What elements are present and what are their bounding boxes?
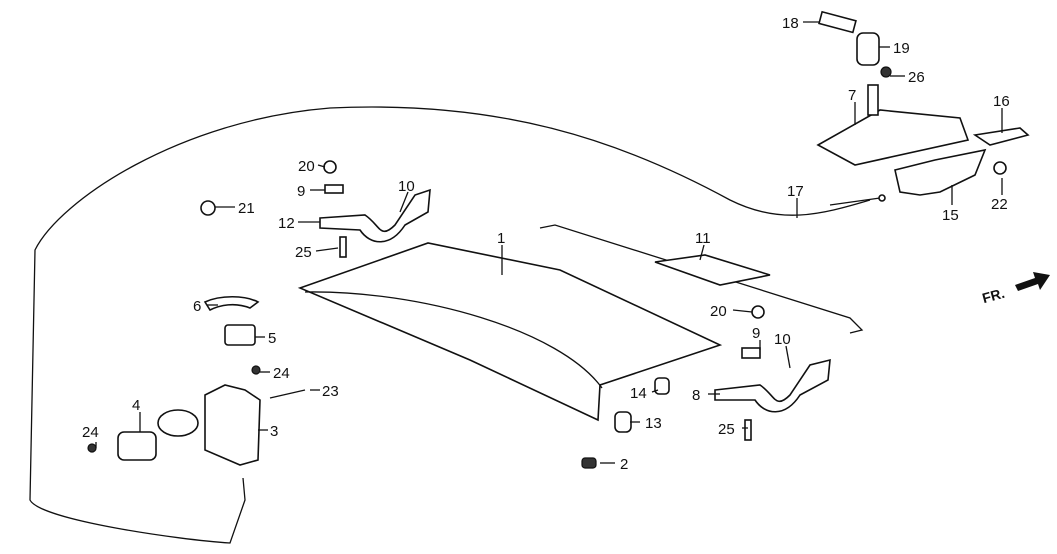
- callout-5: 5: [268, 330, 276, 347]
- callout-7: 7: [848, 87, 856, 104]
- callout-20: 20: [298, 158, 315, 175]
- callout-14: 14: [630, 385, 647, 402]
- latch-cover: [816, 109, 970, 166]
- callout-25: 25: [295, 244, 312, 261]
- front-direction-label: FR.: [980, 285, 1006, 306]
- callout-18: 18: [782, 15, 799, 32]
- callout-6: 6: [193, 298, 201, 315]
- weatherstrip: [654, 254, 771, 286]
- callout-26: 26: [908, 69, 925, 86]
- callout-17: 17: [787, 183, 804, 200]
- cable-end: [829, 197, 881, 206]
- callout-10: 10: [398, 178, 415, 195]
- callout-2: 2: [620, 456, 628, 473]
- callout-22: 22: [991, 196, 1008, 213]
- striker: [224, 324, 256, 346]
- callout-10: 10: [774, 331, 791, 348]
- callout-8: 8: [692, 387, 700, 404]
- callout-20: 20: [710, 303, 727, 320]
- callout-21: 21: [238, 200, 255, 217]
- hinge-left: [319, 188, 431, 243]
- callout-24: 24: [82, 424, 99, 441]
- callout-24: 24: [273, 365, 290, 382]
- callout-11: 11: [695, 230, 711, 247]
- callout-9: 9: [297, 183, 305, 200]
- torsion-rod: [539, 224, 864, 334]
- callout-16: 16: [993, 93, 1010, 110]
- latch: [894, 148, 987, 196]
- release-cable: [29, 106, 871, 544]
- callout-3: 3: [270, 423, 278, 440]
- callout-23: 23: [322, 383, 339, 400]
- trunk-lock-cylinder: [117, 431, 157, 461]
- callout-13: 13: [645, 415, 662, 432]
- callout-1: 1: [497, 230, 505, 247]
- front-arrow-icon: [1015, 272, 1050, 291]
- callout-12: 12: [278, 215, 295, 232]
- trunk-lid: [297, 242, 723, 422]
- callout-9: 9: [752, 325, 760, 342]
- callout-15: 15: [942, 207, 959, 224]
- callout-19: 19: [893, 40, 910, 57]
- callout-25: 25: [718, 421, 735, 438]
- lock-cylinder: [856, 32, 880, 66]
- lock-assembly: [204, 384, 261, 466]
- hinge-right: [714, 358, 831, 413]
- callout-4: 4: [132, 397, 140, 414]
